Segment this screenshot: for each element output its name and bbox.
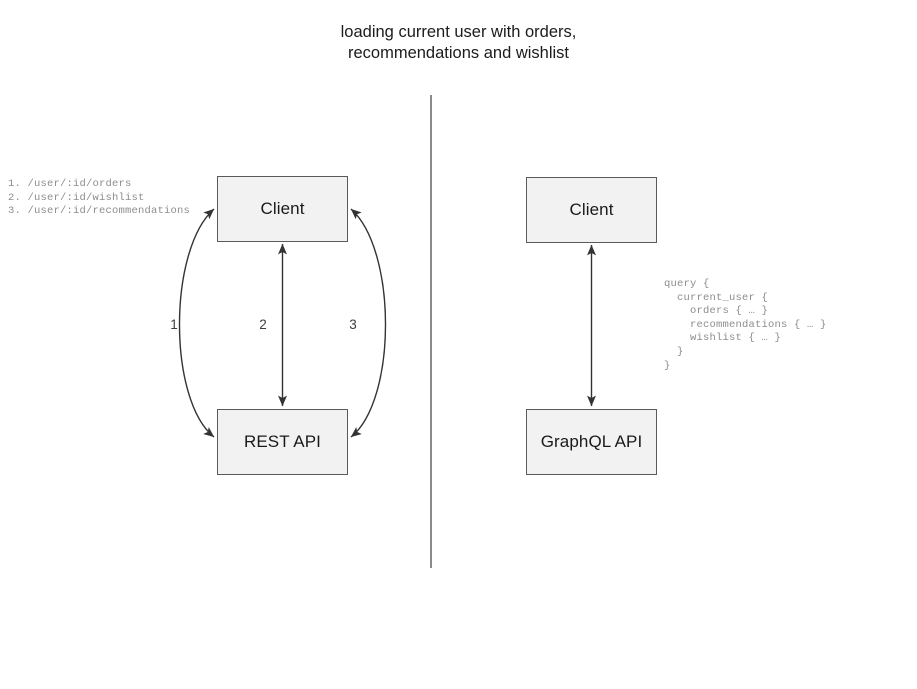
connector-edge-1	[178, 208, 215, 438]
node-rest-api[interactable]: REST API	[217, 409, 348, 475]
edge-label-1: 1	[170, 317, 178, 332]
node-graphql-api[interactable]: GraphQL API	[526, 409, 657, 475]
graphql-query-block: query { current_user { orders { … } reco…	[664, 278, 827, 372]
node-client-rest[interactable]: Client	[217, 176, 348, 242]
vertical-divider	[430, 95, 432, 568]
node-client-graphql[interactable]: Client	[526, 177, 657, 243]
edge-label-2: 2	[259, 317, 267, 332]
page-title: loading current user with orders, recomm…	[340, 23, 577, 62]
edge-label-3: 3	[349, 317, 357, 332]
rest-endpoints-list: 1. /user/:id/orders 2. /user/:id/wishlis…	[8, 178, 191, 218]
